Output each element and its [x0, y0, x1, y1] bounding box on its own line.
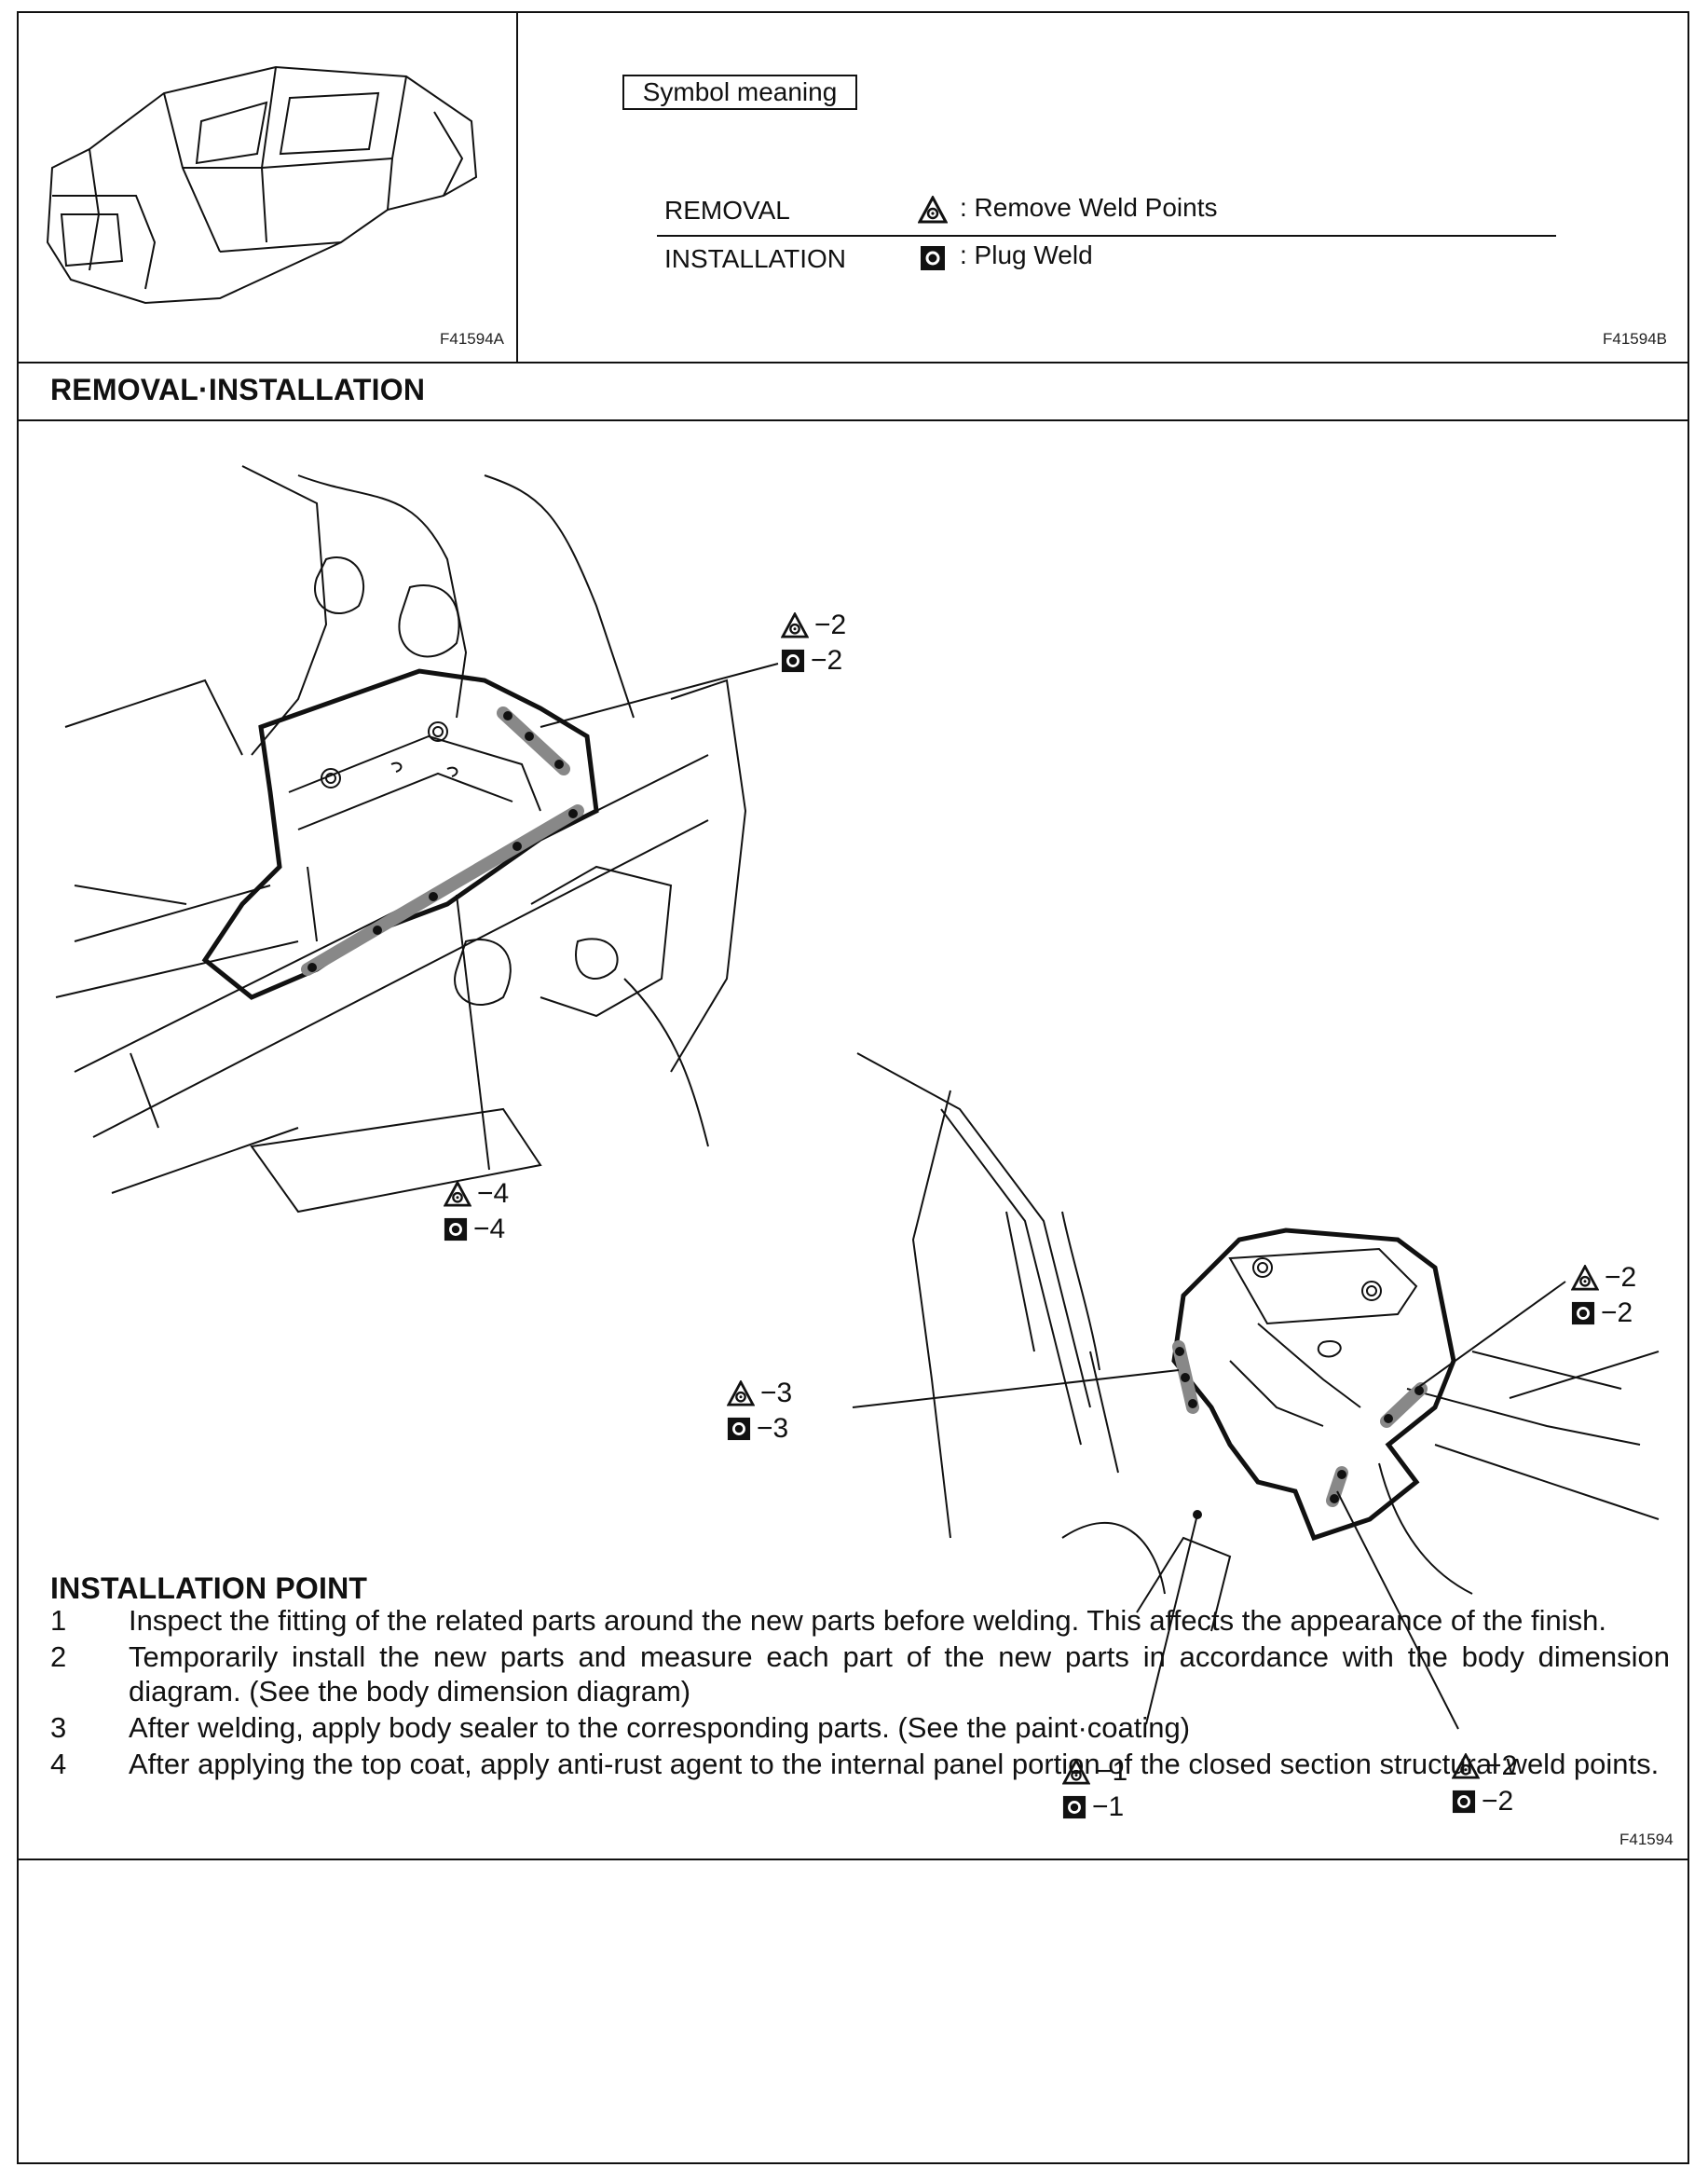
callout-lower-left: −3 −3 [727, 1376, 792, 1447]
figure-code-left: F41594A [440, 330, 504, 348]
figure-code-diagram: F41594 [1619, 1831, 1674, 1848]
list-item: 3 After welding, apply body sealer to th… [48, 1710, 1670, 1745]
divider-header [19, 362, 1688, 364]
divider-section-title [19, 419, 1688, 421]
callout-remove-count: −2 [1485, 1750, 1518, 1781]
page-frame [17, 11, 1689, 2164]
step-number: 2 [50, 1640, 67, 1673]
installation-steps: 1 Inspect the fitting of the related par… [48, 1603, 1670, 1783]
callout-plug-count: −4 [473, 1214, 506, 1244]
legend-removal-meaning: : Remove Weld Points [960, 193, 1218, 222]
plug-weld-icon [921, 246, 945, 270]
callout-upper-bottom: −4 −4 [444, 1176, 509, 1247]
callout-remove-count: −1 [1096, 1756, 1128, 1787]
callout-lower-right: −2 −2 [1571, 1260, 1636, 1331]
vehicle-body-thumbnail [46, 65, 478, 305]
remove-weld-icon [918, 196, 948, 224]
plug-weld-icon [1452, 1790, 1476, 1814]
remove-weld-icon [727, 1380, 755, 1406]
remove-weld-icon [444, 1181, 471, 1207]
callout-remove-count: −4 [477, 1178, 510, 1209]
callout-plug-count: −2 [811, 645, 843, 676]
remove-weld-icon [781, 612, 809, 638]
step-text: Temporarily install the new parts and me… [129, 1640, 1670, 1708]
list-item: 2 Temporarily install the new parts and … [48, 1639, 1670, 1708]
callout-remove-count: −2 [1605, 1262, 1637, 1293]
callout-remove-count: −2 [814, 610, 847, 640]
plug-weld-icon [781, 649, 805, 673]
callout-remove-count: −3 [760, 1378, 793, 1408]
divider-header-vertical [516, 13, 518, 362]
legend-installation-label: INSTALLATION [664, 244, 847, 273]
remove-weld-icon [1062, 1759, 1090, 1785]
plug-weld-icon [727, 1417, 751, 1441]
step-text: After welding, apply body sealer to the … [129, 1711, 1191, 1744]
step-number: 1 [50, 1604, 67, 1637]
list-item: 4 After applying the top coat, apply ant… [48, 1747, 1670, 1781]
callout-plug-count: −3 [757, 1413, 789, 1444]
callout-plug-count: −1 [1092, 1791, 1125, 1822]
callout-plug-count: −2 [1482, 1786, 1514, 1817]
callout-upper-right: −2 −2 [781, 608, 846, 679]
callout-lower-bottom-left: −1 −1 [1062, 1754, 1127, 1825]
step-number: 4 [50, 1748, 67, 1780]
step-number: 3 [50, 1711, 67, 1744]
legend-installation-meaning: : Plug Weld [960, 240, 1093, 269]
step-text: Inspect the fitting of the related parts… [129, 1604, 1607, 1637]
plug-weld-icon [1571, 1301, 1595, 1325]
remove-weld-icon [1452, 1753, 1480, 1779]
legend-title: Symbol meaning [622, 75, 857, 110]
legend-divider [657, 235, 1556, 237]
plug-weld-icon [1062, 1795, 1086, 1819]
figure-code-right: F41594B [1603, 330, 1667, 348]
section-title: REMOVAL·INSTALLATION [50, 373, 426, 406]
weld-diagram [55, 465, 1660, 1730]
plug-weld-icon [444, 1217, 468, 1241]
divider-diagram [19, 1859, 1688, 1860]
list-item: 1 Inspect the fitting of the related par… [48, 1603, 1670, 1638]
callout-lower-bottom-right: −2 −2 [1452, 1749, 1517, 1819]
callout-plug-count: −2 [1601, 1297, 1633, 1328]
legend-removal-label: REMOVAL [664, 196, 790, 225]
installation-point-title: INSTALLATION POINT [50, 1571, 368, 1605]
remove-weld-icon [1571, 1265, 1599, 1291]
step-text: After applying the top coat, apply anti-… [129, 1748, 1660, 1780]
